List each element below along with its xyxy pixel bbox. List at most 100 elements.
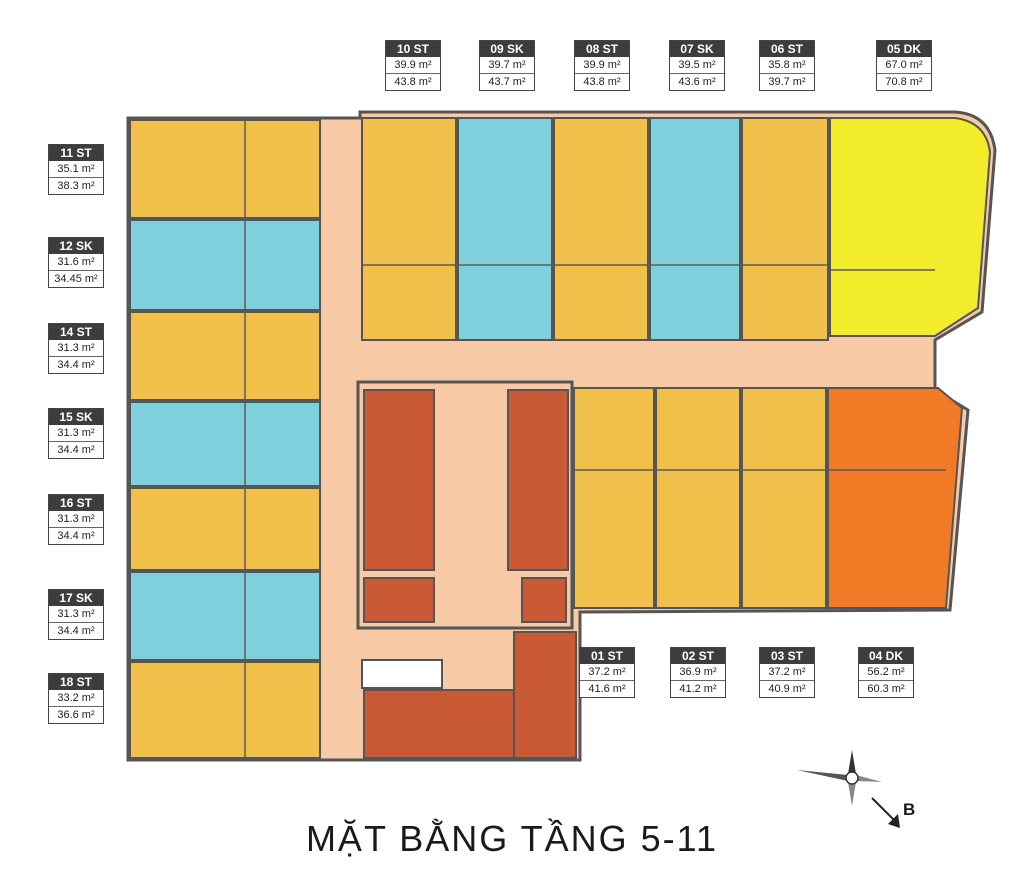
unit-11 — [129, 119, 321, 219]
unit-code: 16 ST — [49, 495, 103, 511]
unit-code: 08 ST — [575, 41, 629, 57]
unit-code: 09 SK — [480, 41, 534, 57]
unit-area-gross: 60.3 m² — [859, 680, 913, 697]
unit-area-gross: 40.9 m² — [760, 680, 814, 697]
unit-area-gross: 41.2 m² — [671, 680, 725, 697]
unit-04 — [827, 387, 964, 609]
unit-label-15: 15 SK 31.3 m² 34.4 m² — [48, 408, 104, 459]
unit-area-net: 31.6 m² — [57, 256, 95, 268]
unit-area-net: 56.2 m² — [867, 666, 905, 678]
unit-code: 05 DK — [877, 41, 931, 57]
north-units — [361, 117, 992, 341]
unit-16 — [129, 487, 321, 571]
unit-15 — [129, 401, 321, 487]
unit-06 — [741, 117, 829, 341]
unit-label-07: 07 SK 39.5 m² 43.6 m² — [669, 40, 725, 91]
unit-code: 03 ST — [760, 648, 814, 664]
unit-code: 18 ST — [49, 674, 103, 690]
west-units — [129, 119, 321, 759]
unit-area-net: 37.2 m² — [588, 666, 626, 678]
unit-label-01: 01 ST 37.2 m² 41.6 m² — [579, 647, 635, 698]
unit-code: 11 ST — [49, 145, 103, 161]
service-room-a — [363, 577, 435, 623]
unit-area-net: 35.1 m² — [57, 163, 95, 175]
unit-area-gross: 43.8 m² — [575, 73, 629, 90]
unit-area-net: 39.5 m² — [678, 59, 716, 71]
unit-label-14: 14 ST 31.3 m² 34.4 m² — [48, 323, 104, 374]
unit-area-net: 33.2 m² — [57, 692, 95, 704]
unit-label-04: 04 DK 56.2 m² 60.3 m² — [858, 647, 914, 698]
unit-code: 10 ST — [386, 41, 440, 57]
unit-area-gross: 36.6 m² — [49, 706, 103, 723]
unit-label-18: 18 ST 33.2 m² 36.6 m² — [48, 673, 104, 724]
unit-area-gross: 39.7 m² — [760, 73, 814, 90]
page-title: MẶT BẰNG TẦNG 5-11 — [305, 818, 719, 859]
unit-code: 12 SK — [49, 238, 103, 254]
unit-area-net: 31.3 m² — [57, 608, 95, 620]
restroom — [361, 659, 443, 689]
unit-code: 02 ST — [671, 648, 725, 664]
unit-code: 06 ST — [760, 41, 814, 57]
unit-area-gross: 34.45 m² — [49, 270, 103, 287]
unit-area-net: 39.9 m² — [394, 59, 432, 71]
unit-area-gross: 34.4 m² — [49, 622, 103, 639]
unit-label-08: 08 ST 39.9 m² 43.8 m² — [574, 40, 630, 91]
unit-code: 14 ST — [49, 324, 103, 340]
unit-code: 07 SK — [670, 41, 724, 57]
unit-area-gross: 43.6 m² — [670, 73, 724, 90]
unit-07 — [649, 117, 741, 341]
unit-12 — [129, 219, 321, 311]
unit-area-net: 31.3 m² — [57, 342, 95, 354]
unit-area-net: 39.9 m² — [583, 59, 621, 71]
stair-north — [507, 389, 569, 571]
unit-03 — [741, 387, 827, 609]
southeast-units — [573, 387, 964, 609]
unit-code: 04 DK — [859, 648, 913, 664]
unit-label-06: 06 ST 35.8 m² 39.7 m² — [759, 40, 815, 91]
compass-north-letter: B — [903, 800, 916, 819]
unit-label-05: 05 DK 67.0 m² 70.8 m² — [876, 40, 932, 91]
unit-10 — [361, 117, 457, 341]
unit-label-02: 02 ST 36.9 m² 41.2 m² — [670, 647, 726, 698]
room-partitions — [244, 120, 946, 758]
unit-area-net: 36.9 m² — [679, 666, 717, 678]
unit-area-net: 31.3 m² — [57, 427, 95, 439]
unit-05 — [829, 117, 992, 337]
stair-south — [363, 689, 515, 759]
elevator-shafts-west — [363, 389, 435, 571]
unit-area-gross: 43.8 m² — [386, 73, 440, 90]
unit-label-12: 12 SK 31.6 m² 34.45 m² — [48, 237, 104, 288]
building-core — [356, 380, 577, 759]
unit-label-16: 16 ST 31.3 m² 34.4 m² — [48, 494, 104, 545]
unit-area-gross: 38.3 m² — [49, 177, 103, 194]
unit-09 — [457, 117, 553, 341]
unit-area-gross: 34.4 m² — [49, 441, 103, 458]
unit-label-09: 09 SK 39.7 m² 43.7 m² — [479, 40, 535, 91]
unit-14 — [129, 311, 321, 401]
unit-area-net: 35.8 m² — [768, 59, 806, 71]
unit-02 — [655, 387, 741, 609]
service-room-b — [521, 577, 567, 623]
unit-code: 01 ST — [580, 648, 634, 664]
compass-icon — [797, 750, 900, 828]
unit-label-17: 17 SK 31.3 m² 34.4 m² — [48, 589, 104, 640]
unit-area-net: 37.2 m² — [768, 666, 806, 678]
unit-code: 17 SK — [49, 590, 103, 606]
unit-area-net: 67.0 m² — [885, 59, 923, 71]
unit-label-11: 11 ST 35.1 m² 38.3 m² — [48, 144, 104, 195]
unit-17 — [129, 571, 321, 661]
unit-08 — [553, 117, 649, 341]
unit-01 — [573, 387, 655, 609]
unit-code: 15 SK — [49, 409, 103, 425]
unit-label-03: 03 ST 37.2 m² 40.9 m² — [759, 647, 815, 698]
unit-area-gross: 34.4 m² — [49, 527, 103, 544]
unit-label-10: 10 ST 39.9 m² 43.8 m² — [385, 40, 441, 91]
unit-18 — [129, 661, 321, 759]
unit-area-gross: 34.4 m² — [49, 356, 103, 373]
unit-area-net: 39.7 m² — [488, 59, 526, 71]
service-shaft — [513, 631, 577, 759]
unit-area-gross: 41.6 m² — [580, 680, 634, 697]
unit-area-net: 31.3 m² — [57, 513, 95, 525]
unit-area-gross: 43.7 m² — [480, 73, 534, 90]
